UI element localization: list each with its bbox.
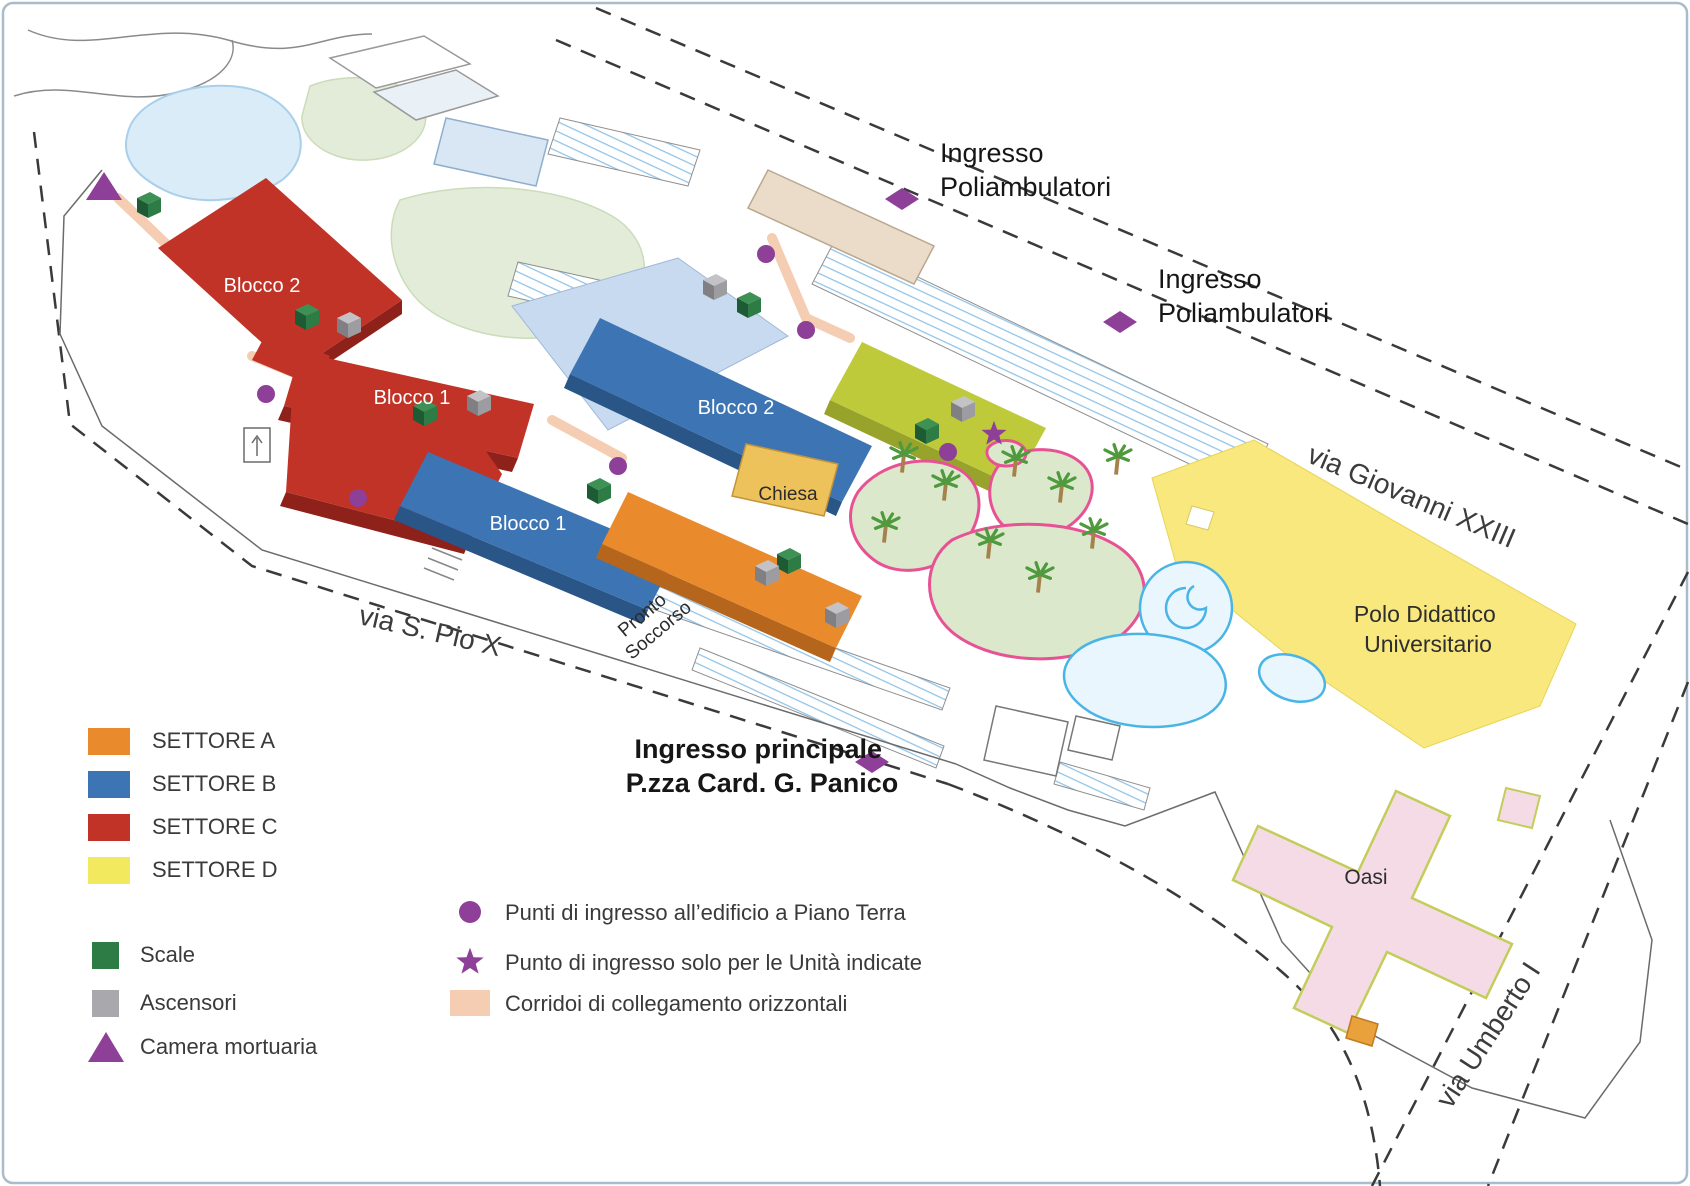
roads: [32, 6, 1690, 1186]
buildings: [158, 178, 1577, 1047]
legend-swatch-settore-b: [88, 771, 130, 798]
outline-building-1: [328, 35, 472, 89]
settore-a-building: [596, 492, 862, 662]
poli2-line2: Poliambulatori: [1158, 298, 1329, 328]
oasi-building: [1231, 786, 1542, 1047]
main-line1: Ingresso principale: [634, 734, 882, 764]
legend-swatch-camera: [88, 1032, 124, 1062]
legend-swatch-settore-c: [88, 814, 130, 841]
outline-building-2: [372, 69, 500, 121]
legend-label-scale: Scale: [140, 942, 195, 967]
entrance-poliambulatori-1: Ingresso Poliambulatori: [940, 138, 1111, 202]
pond-top-left: [124, 84, 302, 202]
label-blocco1-blue: Blocco 1: [490, 513, 567, 535]
parking-lot-bottom: [691, 647, 945, 769]
legend-swatch-entry-dot: [459, 901, 481, 923]
road-umberto-inner: [1370, 571, 1690, 1186]
legend-label-entry-star: Punto di ingresso solo per le Unità indi…: [505, 950, 922, 975]
poli2-line1: Ingresso: [1158, 264, 1262, 294]
parking-lot-top: [547, 117, 701, 187]
legend-label-settore-b: SETTORE B: [152, 771, 276, 796]
legend-label-camera: Camera mortuaria: [140, 1034, 318, 1059]
parking-areas: [507, 117, 1269, 811]
legend-swatch-settore-a: [88, 728, 130, 755]
legend-label-settore-d: SETTORE D: [152, 857, 278, 882]
legend-label-entry-points: Punti di ingresso all’edificio a Piano T…: [505, 900, 906, 925]
main-line2: P.zza Card. G. Panico: [626, 768, 899, 798]
entry-point-dots: [257, 245, 957, 507]
road-pio: [32, 131, 949, 786]
label-blocco2-red: Blocco 2: [224, 275, 301, 297]
polo-line2: Universitario: [1364, 631, 1492, 657]
label-oasi: Oasi: [1344, 866, 1387, 889]
legend-label-ascensori: Ascensori: [140, 990, 237, 1015]
poli1-line1: Ingresso: [940, 138, 1044, 168]
legend-swatch-ascensori: [92, 990, 119, 1017]
entrance-poliambulatori-2: Ingresso Poliambulatori: [1158, 264, 1329, 328]
road-umberto-outer: [1486, 681, 1690, 1186]
pale-blue-building: [433, 117, 549, 187]
legend: SETTORE A SETTORE B SETTORE C SETTORE D …: [88, 728, 922, 1062]
camera-mortuaria-marker: [86, 172, 122, 200]
legend-label-settore-a: SETTORE A: [152, 728, 275, 753]
label-blocco2-blue: Blocco 2: [698, 397, 775, 419]
terrain-contours: [13, 29, 373, 98]
polo-line1: Polo Didattico: [1354, 601, 1496, 627]
legend-swatch-scale: [92, 942, 119, 969]
road-bottom-curve: [947, 782, 1382, 1186]
ponds: [1062, 560, 1327, 729]
label-polo-didattico: Polo Didattico Universitario: [1354, 601, 1502, 657]
legend-swatch-settore-d: [88, 857, 130, 884]
entrance-principale: Ingresso principale P.zza Card. G. Panic…: [626, 734, 899, 798]
legend-label-settore-c: SETTORE C: [152, 814, 278, 839]
label-blocco1-red: Blocco 1: [374, 387, 451, 409]
road-giovanni-outer: [595, 6, 1689, 472]
chiesa-building: [731, 443, 839, 517]
label-chiesa: Chiesa: [758, 484, 818, 505]
poliambulatori-building: [746, 169, 936, 285]
poli1-line2: Poliambulatori: [940, 172, 1111, 202]
legend-label-corridors: Corridoi di collegamento orizzontali: [505, 991, 847, 1016]
campus-boundary: [59, 169, 1653, 1119]
legend-swatch-corridor: [450, 990, 490, 1016]
